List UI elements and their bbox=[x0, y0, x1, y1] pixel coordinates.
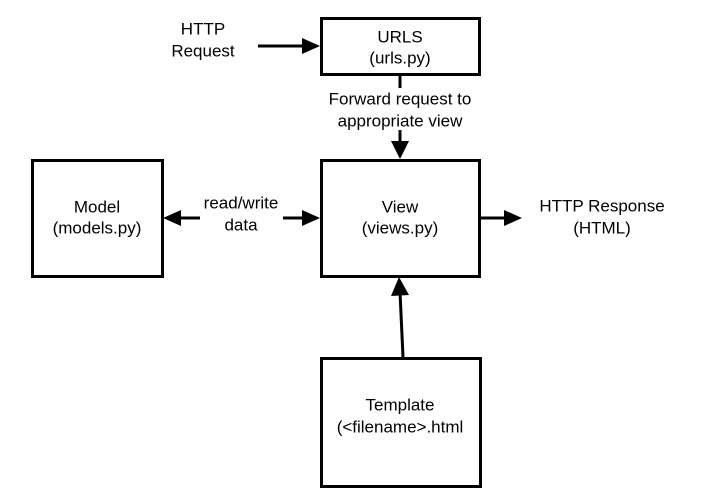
urls-node[interactable]: URLS (urls.py) bbox=[320, 17, 481, 76]
read-write-right-arrow-head bbox=[302, 210, 320, 226]
view-node-label-line2: (views.py) bbox=[362, 218, 439, 237]
forward-request-label: Forward request to appropriate view bbox=[318, 88, 482, 130]
template-to-view-arrow bbox=[391, 277, 409, 358]
template-to-view-arrow-head bbox=[391, 277, 409, 296]
model-node-label-line2: (models.py) bbox=[53, 218, 142, 237]
view-node-box bbox=[320, 159, 481, 278]
http-request-arrow-head bbox=[302, 38, 320, 54]
http-response-label: HTTP Response (HTML) bbox=[539, 196, 664, 237]
template-node-box bbox=[320, 357, 482, 488]
model-node-box bbox=[31, 159, 164, 278]
read-write-left-arrow bbox=[163, 210, 200, 226]
forward-request-arrow-head bbox=[391, 141, 409, 159]
forward-request-label-backdrop bbox=[318, 88, 482, 130]
template-node[interactable]: Template (<filename>.html bbox=[320, 357, 482, 488]
http-request-label: HTTP Request bbox=[171, 19, 235, 60]
http-request-label-line2: Request bbox=[171, 41, 235, 60]
read-write-right-arrow bbox=[283, 210, 320, 226]
http-response-label-line2: (HTML) bbox=[573, 218, 631, 237]
forward-request-label-line1: Forward request to bbox=[329, 89, 472, 108]
view-node[interactable]: View (views.py) bbox=[320, 159, 481, 278]
read-write-label: read/write data bbox=[204, 193, 279, 234]
forward-request-label-line2: appropriate view bbox=[338, 111, 463, 130]
model-node[interactable]: Model (models.py) bbox=[31, 159, 164, 278]
http-response-arrow-head bbox=[504, 210, 522, 226]
http-request-arrow bbox=[258, 38, 320, 54]
http-request-label-line1: HTTP bbox=[181, 19, 225, 38]
template-to-view-arrow-line bbox=[398, 291, 405, 358]
http-response-label-line1: HTTP Response bbox=[539, 196, 664, 215]
template-node-label-line1: Template bbox=[366, 395, 435, 414]
urls-node-label-line1: URLS bbox=[377, 27, 422, 46]
view-node-label-line1: View bbox=[382, 197, 419, 216]
urls-node-label-line2: (urls.py) bbox=[369, 48, 430, 67]
read-write-label-line1: read/write bbox=[204, 193, 279, 212]
read-write-left-arrow-head bbox=[163, 210, 181, 226]
http-response-arrow bbox=[480, 210, 522, 226]
template-node-label-line2: (<filename>.html bbox=[337, 417, 464, 436]
read-write-label-line2: data bbox=[224, 215, 258, 234]
model-node-label-line1: Model bbox=[74, 197, 120, 216]
urls-node-box bbox=[320, 17, 481, 76]
